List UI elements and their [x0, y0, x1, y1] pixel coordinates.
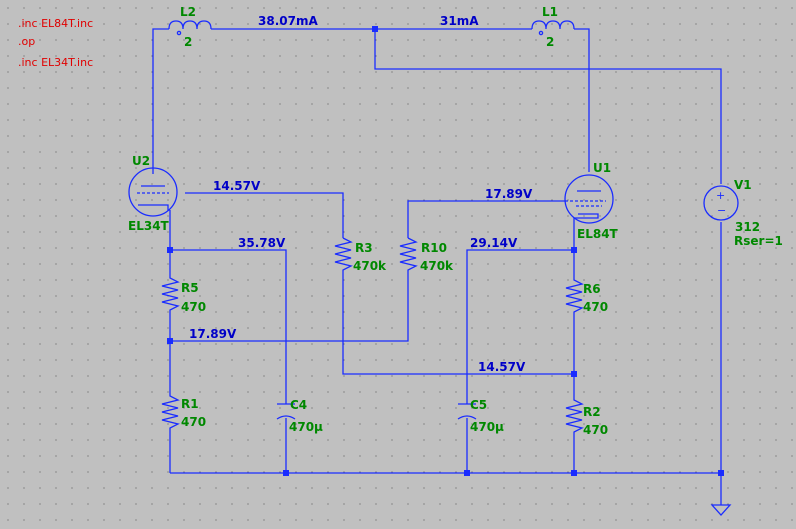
voltage-source-ref: V1 — [734, 178, 752, 192]
wire-supply — [374, 29, 722, 184]
junctions — [167, 26, 724, 476]
resistor-r3-icon — [334, 237, 353, 272]
resistor-r6-value: 470 — [583, 300, 608, 314]
resistor-r1-icon — [161, 390, 180, 432]
inductor-l1[interactable]: L1 2 — [531, 5, 575, 49]
resistor-r1-value: 470 — [181, 415, 206, 429]
ground-icon — [710, 504, 732, 516]
voltage-source-rser: Rser=1 — [734, 234, 783, 248]
directive-inc-el34t[interactable]: .inc EL34T.inc — [18, 56, 93, 69]
voltage-u1-cathode-label: 29.14V — [470, 236, 518, 250]
voltage-u2-cathode-label: 35.78V — [238, 236, 286, 250]
wire-c5-top — [466, 249, 574, 404]
resistor-r5-icon — [161, 270, 180, 312]
resistor-r2-value: 470 — [583, 423, 608, 437]
inductor-l2-ref: L2 — [180, 5, 196, 19]
tube-u1[interactable]: U1 EL84T — [564, 161, 619, 241]
inductor-l1-ref: L1 — [542, 5, 558, 19]
voltage-u1-grid-label: 17.89V — [485, 187, 533, 201]
resistor-r6-icon — [565, 272, 584, 314]
resistor-r2-icon — [565, 394, 584, 436]
inductor-l1-value: 2 — [546, 35, 554, 49]
resistor-r2-ref: R2 — [583, 405, 601, 419]
op-annotations: 38.07mA 31mA 14.57V 17.89V 35.78V 29.14V… — [189, 14, 533, 374]
directive-op[interactable]: .op — [18, 35, 35, 48]
wire-r10-node — [170, 272, 409, 342]
resistor-r3[interactable]: R3 470k — [334, 237, 387, 273]
capacitor-c4-icon — [276, 415, 296, 420]
tube-u1-envelope-icon — [564, 174, 614, 224]
inductor-l2-value: 2 — [184, 35, 192, 49]
voltage-source-v1[interactable]: + − V1 312 Rser=1 — [703, 178, 783, 248]
voltage-left-mid-label: 17.89V — [189, 327, 237, 341]
capacitor-c5[interactable]: C5 470µ — [457, 398, 504, 434]
inductor-l1-coil-icon — [531, 20, 575, 30]
resistor-r2[interactable]: R2 470 — [565, 394, 608, 437]
tube-u2-envelope-icon — [128, 167, 178, 217]
tube-u2-ref: U2 — [132, 154, 150, 168]
wire-u2-anode-l2 — [152, 28, 169, 174]
resistor-r10[interactable]: R10 470k — [399, 237, 454, 273]
voltage-u2-grid-label: 14.57V — [213, 179, 261, 193]
resistor-r10-value: 470k — [420, 259, 454, 273]
resistor-r1[interactable]: R1 470 — [161, 390, 206, 432]
inductor-l2[interactable]: L2 2 — [168, 5, 212, 49]
resistor-r3-ref: R3 — [355, 241, 373, 255]
current-l2-label: 38.07mA — [258, 14, 318, 28]
capacitor-c4-value: 470µ — [289, 420, 323, 434]
inductor-l2-coil-icon — [168, 20, 212, 30]
directive-inc-el84t[interactable]: .inc EL84T.inc — [18, 17, 93, 30]
wire-c4-top — [170, 249, 287, 404]
tube-u1-model: EL84T — [577, 227, 619, 241]
resistor-r1-ref: R1 — [181, 397, 199, 411]
current-l1-label: 31mA — [440, 14, 479, 28]
wire-u2-grid-r3 — [185, 192, 344, 238]
resistor-r3-value: 470k — [353, 259, 387, 273]
voltage-right-mid-label: 14.57V — [478, 360, 526, 374]
voltage-source-icon — [703, 185, 739, 221]
voltage-source-value: 312 — [735, 220, 760, 234]
tube-u1-ref: U1 — [593, 161, 611, 175]
capacitor-c4-ref: C4 — [290, 398, 307, 412]
wire-r3-node — [342, 272, 574, 375]
resistor-r6[interactable]: R6 470 — [565, 272, 608, 314]
tube-u2[interactable]: U2 EL34T — [128, 154, 178, 233]
wire-l1-u1-anode — [574, 28, 590, 172]
capacitor-c5-ref: C5 — [470, 398, 487, 412]
resistor-r10-ref: R10 — [421, 241, 447, 255]
wire-r10-u1-grid — [407, 200, 568, 238]
resistor-r5-value: 470 — [181, 300, 206, 314]
resistor-r5[interactable]: R5 470 — [161, 270, 206, 314]
tube-u2-model: EL34T — [128, 219, 170, 233]
resistor-r6-ref: R6 — [583, 282, 601, 296]
resistor-r10-icon — [399, 237, 418, 272]
resistor-r5-ref: R5 — [181, 281, 199, 295]
svg-text:−: − — [717, 204, 726, 217]
capacitor-c4[interactable]: C4 470µ — [276, 398, 323, 434]
capacitor-c5-value: 470µ — [470, 420, 504, 434]
svg-text:+: + — [716, 189, 725, 202]
capacitor-c5-icon — [457, 415, 477, 420]
